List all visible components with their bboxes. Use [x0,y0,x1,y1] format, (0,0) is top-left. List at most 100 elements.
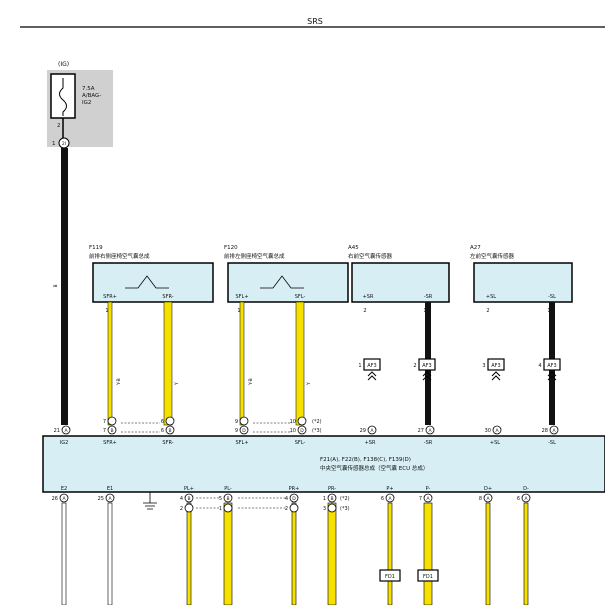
component-pin-num: 1 [237,308,240,314]
component-code: F119 [89,245,103,251]
connector-fd1 [417,569,439,582]
component-code: A45 [348,245,359,251]
ecu-bottom-alt-connector [327,503,337,513]
wire-yellow [295,301,305,426]
ecu-top-pin-label: SFL+ [235,440,248,446]
component-pin-label: +SR [363,294,374,300]
ecu-top-pin-num: 21 [54,428,60,434]
header-title: SRS [307,17,323,26]
ecu-top-pin-connector [549,425,559,435]
wire-white [107,502,113,605]
component-pin-label: -SR [424,294,433,300]
ecu-title-name: 中央空气囊传感器总成（空气囊 ECU 总成） [320,464,428,472]
ecu-bottom-pin-conn: D [292,496,296,502]
ecu-bottom-pin-label: PR- [328,486,336,492]
ecu-bottom-pin-label: PL- [224,486,232,492]
connector-af3-pin: 2 [413,363,416,369]
connector-arrow-icon [547,371,557,381]
wire-yellow [186,502,192,605]
ecu-top-pin-conn: D [242,428,246,434]
ecu-title-codes: F21(A), F22(B), F138(C), F139(D) [320,457,411,463]
ecu-top-pin-connector [492,425,502,435]
connector-af3 [487,358,505,371]
ecu-bottom-pin-num: 26 [52,496,58,502]
ecu-bottom-pin-connector [289,493,299,503]
ecu-bottom-pin-label: P+ [386,486,393,492]
ecu-bottom-pin-num: 8 [479,496,482,502]
component-name: 左前空气囊传感器 [470,252,515,260]
wire-yellow [485,502,491,605]
component-name: 前排右侧座椅空气囊总成 [89,252,150,260]
fuse-name-2: IG2 [82,100,91,106]
connector-arrow-icon [422,371,432,381]
ecu-bottom-alt-connector [289,503,299,513]
ecu-top-pin-label: +SR [365,440,376,446]
ecu-top-pin-label: SFR- [162,440,173,446]
ecu-top-pin-conn: A [495,428,499,434]
ecu-bottom-pin-connector [327,493,337,503]
ecu-top-pin-num: 29 [360,428,366,434]
wire-color-label: Y-B [248,378,254,386]
connector-af3-pin: 3 [482,363,485,369]
ecu-bottom-pin-label: E2 [61,486,67,492]
ecu-marker: (*3) [312,428,322,434]
ecu-bottom-pin-label: D- [523,486,529,492]
squib-symbol [125,275,169,289]
squib-symbol [260,275,304,289]
component-box [227,262,349,303]
ecu-bottom-alt-connector [223,503,233,513]
connector-af3-pin: 1 [358,363,361,369]
component-box [92,262,214,303]
ecu-bottom-pin-label: PR+ [289,486,300,492]
ecu-alt-pin-connector [107,416,117,426]
connector-fd1-label: FD1 [423,574,433,580]
connector-af3-label: AF3 [422,363,431,369]
connector-fd1 [379,569,401,582]
wire-color-label: Y [174,382,180,386]
connector-arrow-icon [491,371,501,381]
connector-af3-label: AF3 [547,363,556,369]
component-code: A27 [470,245,481,251]
ecu-top-pin-num: 9 [235,428,238,434]
ecu-bottom-pin-connector [521,493,531,503]
ecu-top-pin-label: SFL- [295,440,306,446]
ecu-alt-pin-num: 10 [290,419,296,425]
ecu-bottom-alt-num: 1 [219,506,222,512]
ecu-bottom-pin-conn: A [388,496,392,502]
component-pin-num: 2 [486,308,489,314]
connector-fd1-label: FD1 [385,574,395,580]
component-code: F120 [224,245,238,251]
component-pin-num: 1 [105,308,108,314]
wire-ig2 [61,148,68,425]
ecu-top-pin-conn: A [552,428,556,434]
ecu-bottom-pin-num: 4 [285,496,288,502]
ecu-bottom-pin-conn: B [187,496,190,502]
connector-af3 [543,358,561,371]
fuse-pin-top: 2 [57,123,61,129]
ecu-bottom-pin-connector [184,493,194,503]
ecu-bottom-pin-label: D+ [484,486,492,492]
ecu-bottom-pin-connector [423,493,433,503]
wire-yellow [163,301,173,426]
component-pin-label: +SL [486,294,496,300]
ecu-bottom-pin-conn: B [226,496,229,502]
component-pin-num: 2 [363,308,366,314]
ecu-alt-pin-connector [297,416,307,426]
ecu-bottom-pin-num: 4 [180,496,183,502]
ecu-top-pin-num: 30 [485,428,491,434]
ecu-bottom-pin-num: 6 [517,496,520,502]
ecu-marker: (*2) [340,496,350,502]
component-pin-label: -SL [548,294,556,300]
ecu-marker: (*3) [340,506,350,512]
ecu-top-pin-num: 6 [161,428,164,434]
connector-af3-label: AF3 [367,363,376,369]
ecu-top-pin-connector [165,425,175,435]
ecu-bottom-pin-connector [385,493,395,503]
ecu-top-pin-connector [367,425,377,435]
wire-ig2-color: B [53,284,59,287]
ecu-alt-pin-num: 6 [161,419,164,425]
ecu-top-pin-num: 10 [290,428,296,434]
ecu-bottom-alt-connector [184,503,194,513]
ecu-top-pin-conn: A [64,428,68,434]
